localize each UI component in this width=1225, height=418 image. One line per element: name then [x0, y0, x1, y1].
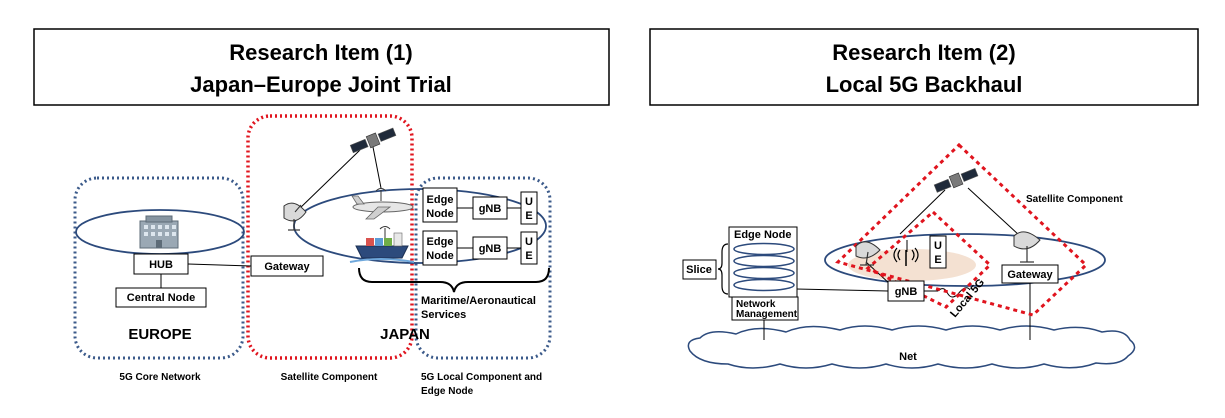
panel-1-title-line1: Research Item (1) [229, 40, 412, 65]
slice-label: Slice [686, 264, 712, 276]
gateway-box [250, 255, 324, 277]
panel-1-title-line2: Japan–Europe Joint Trial [190, 72, 452, 97]
central-node-label: Central Node [127, 292, 195, 304]
gateway-box-2 [1001, 264, 1059, 284]
edge-node-box-2 [422, 230, 458, 266]
hub-box [133, 253, 189, 275]
europe-region-frame [73, 176, 245, 360]
satellite-component-caption: Satellite Component [281, 372, 378, 383]
satellite-region-frame [246, 114, 414, 360]
local-dish-icon [855, 241, 881, 266]
gnb-2-label: gNB [479, 243, 502, 255]
antenna-icon [893, 247, 919, 266]
local-5g-wireless-link [937, 287, 971, 298]
local-component-caption-line1: 5G Local Component and [421, 372, 542, 383]
gateway-label: Gateway [264, 261, 310, 273]
slice-layer-4 [733, 278, 795, 292]
gnb-box-1 [472, 196, 508, 220]
gnb-box-2 [472, 236, 508, 260]
ue-1-label-line1: U [525, 196, 533, 208]
local-component-region-frame [414, 176, 552, 360]
edge-node-1-label-line1: Edge [427, 194, 454, 206]
panel-2-title-line2: Local 5G Backhaul [826, 72, 1023, 97]
hub-gateway-link [187, 263, 252, 267]
gnb-label: gNB [895, 286, 918, 298]
gateway-satellite-link [297, 149, 361, 211]
panel-1: Research Item (1) Japan–Europe Joint Tri… [33, 28, 610, 397]
slice-layer-3 [733, 266, 795, 280]
gateway-2-label: Gateway [1007, 269, 1053, 281]
europe-label: EUROPE [128, 326, 191, 343]
satellite-gateway-dish-link [967, 187, 1021, 237]
services-label-line1: Maritime/Aeronautical [421, 295, 536, 307]
panel-2-title-box [649, 28, 1199, 106]
network-management-label-line1: Network [736, 299, 776, 310]
japan-ellipse [293, 188, 547, 264]
ue-1-label-line2: E [525, 210, 532, 222]
satellite-component-frame [835, 142, 1089, 317]
japan-label: JAPAN [380, 326, 430, 343]
slice-box [682, 259, 717, 280]
hub-label: HUB [149, 259, 173, 271]
services-brace [358, 267, 550, 293]
slice-layers [733, 242, 795, 292]
edge-node-2-label-line1: Edge [427, 236, 454, 248]
edge-gnb-link [795, 288, 889, 292]
slice-layer-2 [733, 254, 795, 268]
ue-label-line1: U [934, 240, 942, 252]
satellite-icon [349, 127, 397, 154]
gateway-dish-icon [1013, 231, 1041, 263]
edge-node-box-1 [422, 187, 458, 223]
edge-node-label: Edge Node [734, 229, 791, 241]
edge-node-1-label-line2: Node [426, 208, 454, 220]
ue-label-line2: E [934, 254, 941, 266]
local-5g-frame [865, 209, 993, 309]
satellite-dish-icon [283, 202, 307, 231]
ship-icon [349, 226, 415, 263]
aircraft-icon [351, 188, 414, 220]
ue-2-label-line1: U [525, 236, 533, 248]
ue-box-2 [520, 231, 538, 265]
backhaul-ellipse [824, 233, 1106, 287]
central-node-box [115, 287, 207, 308]
ue-2-label-line2: E [525, 250, 532, 262]
local-component-caption-line2: Edge Node [421, 386, 474, 397]
gnb-box [887, 280, 925, 302]
slice-layer-1 [733, 242, 795, 256]
network-management-box [731, 296, 799, 321]
net-label: Net [899, 351, 917, 363]
net-cloud [687, 325, 1136, 369]
services-label-line2: Services [421, 309, 466, 321]
slice-brace [717, 243, 729, 295]
panel-1-title-box [33, 28, 610, 106]
satellite-component-label: Satellite Component [1026, 194, 1123, 205]
panel-2-title-line1: Research Item (2) [832, 40, 1015, 65]
building-icon [139, 215, 179, 249]
ue-box [929, 235, 947, 269]
ue-box-1 [520, 191, 538, 225]
dish-satellite-link [899, 189, 946, 235]
satellite-aircraft-link [372, 146, 382, 189]
local-5g-label: Local 5G [948, 277, 987, 320]
core-network-caption: 5G Core Network [119, 372, 201, 383]
gnb-1-label: gNB [479, 203, 502, 215]
panel-2: Research Item (2) Local 5G Backhaul Net … [649, 28, 1199, 369]
network-management-label-line2: Management [736, 309, 798, 320]
edge-node-2-label-line2: Node [426, 250, 454, 262]
satellite-icon-2 [933, 168, 979, 193]
